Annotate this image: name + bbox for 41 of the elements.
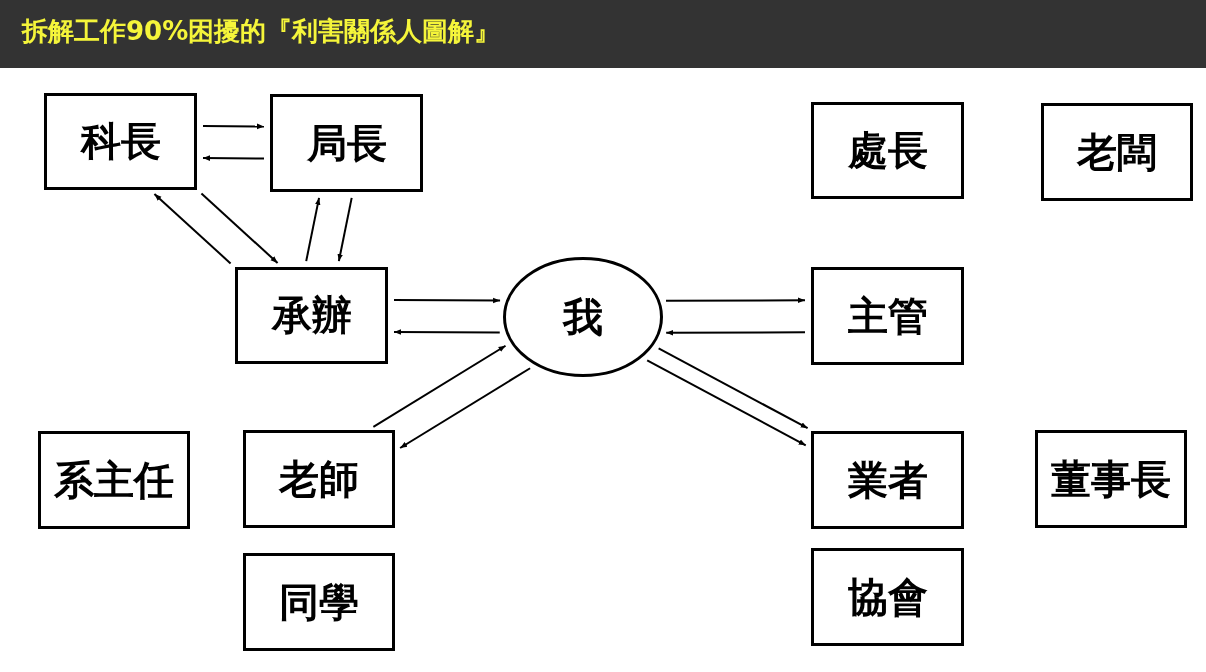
arrow [202, 123, 265, 130]
node-label: 系主任 [54, 455, 174, 505]
arrow [200, 192, 279, 264]
node-label: 處長 [847, 126, 928, 175]
node-label: 老闆 [1077, 127, 1157, 177]
arrow [665, 329, 806, 336]
arrow [337, 196, 353, 263]
arrow [202, 155, 265, 161]
process-box [811, 548, 964, 646]
node-label: 老師 [279, 454, 359, 504]
node-label: 董事長 [1051, 454, 1171, 504]
arrow [665, 297, 806, 304]
process-box [1035, 430, 1187, 528]
node-label: 我 [563, 292, 603, 342]
process-box [235, 267, 388, 364]
arrow [305, 196, 321, 263]
title: 拆解工作90%困擾的『利害關係人圖解』 [22, 15, 501, 48]
arrow [393, 297, 502, 304]
process-box [243, 430, 395, 528]
process-box [38, 431, 190, 529]
node-label: 同學 [279, 577, 359, 627]
process-box [811, 267, 964, 365]
node-label: 業者 [847, 455, 928, 505]
node-label: 協會 [847, 572, 928, 622]
node-label: 科長 [80, 117, 161, 166]
node-label: 主管 [847, 291, 928, 341]
arrow [372, 344, 507, 428]
process-box [270, 94, 423, 192]
arrow [657, 347, 809, 430]
process-box [811, 102, 964, 199]
ellipse-node [503, 257, 663, 377]
process-box [1041, 103, 1193, 201]
node-label: 承辦 [271, 291, 352, 340]
arrow [393, 329, 501, 335]
arrow [153, 193, 232, 265]
arrow [399, 367, 532, 449]
node-label: 局長 [306, 118, 387, 168]
process-box [44, 93, 197, 190]
process-box [243, 553, 395, 651]
arrow [646, 359, 807, 447]
process-box [811, 431, 964, 529]
